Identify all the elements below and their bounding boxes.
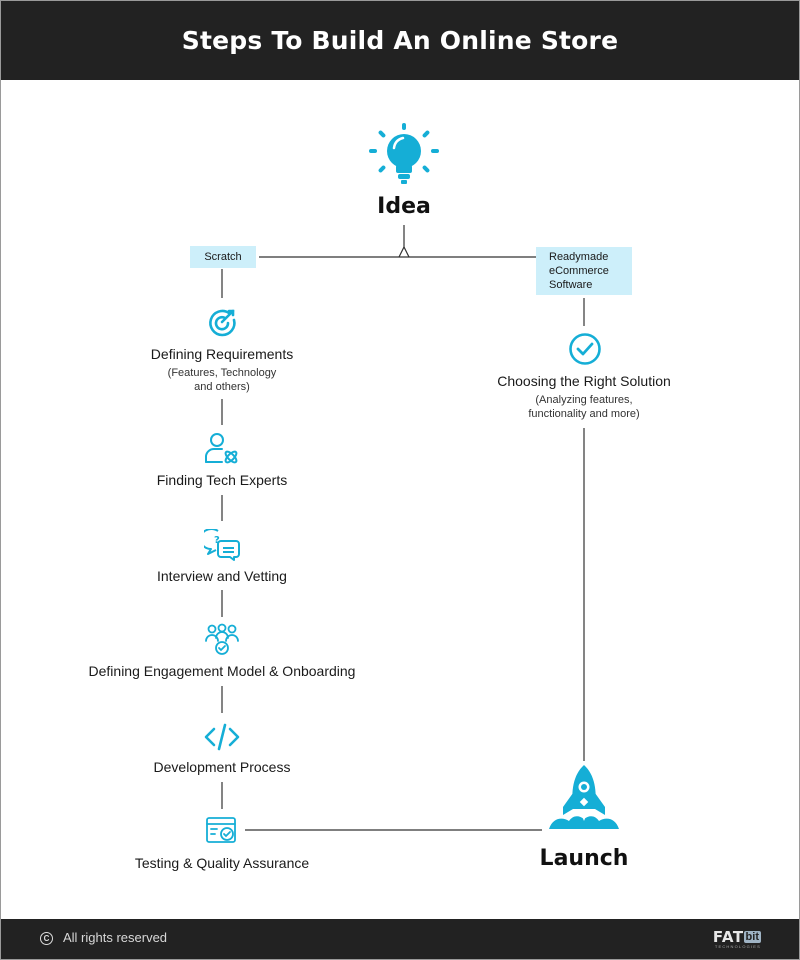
copyright-icon: C [40,932,53,945]
browser-check-icon [206,817,236,843]
step-title: Choosing the Right Solution [497,373,671,389]
rights-text: All rights reserved [63,930,168,945]
code-icon [204,723,240,751]
target-icon [209,309,236,337]
step-subtitle: (Features, Technology and others) [122,366,322,394]
user-tech-icon [205,433,238,464]
idea-label: Idea [377,194,431,219]
lightbulb-icon [369,123,439,184]
step-subtitle-line: (Features, Technology [167,367,277,379]
scratch-tag: Scratch [190,246,256,268]
page-title: Steps To Build An Online Store [181,26,619,55]
step-subtitle-line: functionality and more) [528,408,640,420]
team-gear-icon [205,623,239,655]
readymade-tag-line: eCommerce [549,265,609,277]
logo-main: FAT [712,928,744,946]
logo-tag: bit [743,931,761,943]
step-title: Defining Requirements [150,346,294,362]
step-title: Development Process [153,759,291,775]
check-circle-icon [569,333,601,365]
svg-text:?: ? [214,535,220,546]
step-title: Testing & Quality Assurance [134,855,310,871]
chat-question-icon: ? [204,529,240,561]
step-subtitle: (Analyzing features, functionality and m… [484,393,684,421]
readymade-tag-line: Readymade [549,251,609,263]
step-title: Finding Tech Experts [156,472,288,488]
readymade-tag: Readymade eCommerce Software [536,247,632,295]
header-bar: Steps To Build An Online Store [1,1,799,80]
logo-sub: TECHNOLOGIES [714,944,761,949]
step-title: Defining Engagement Model & Onboarding [88,663,356,679]
branch-fork [398,245,410,258]
step-subtitle-line: and others) [194,381,250,393]
step-title: Interview and Vetting [157,568,287,584]
readymade-tag-line: Software [549,279,593,291]
launch-label: Launch [539,846,629,871]
rocket-icon [549,765,619,829]
step-subtitle-line: (Analyzing features, [535,394,633,406]
